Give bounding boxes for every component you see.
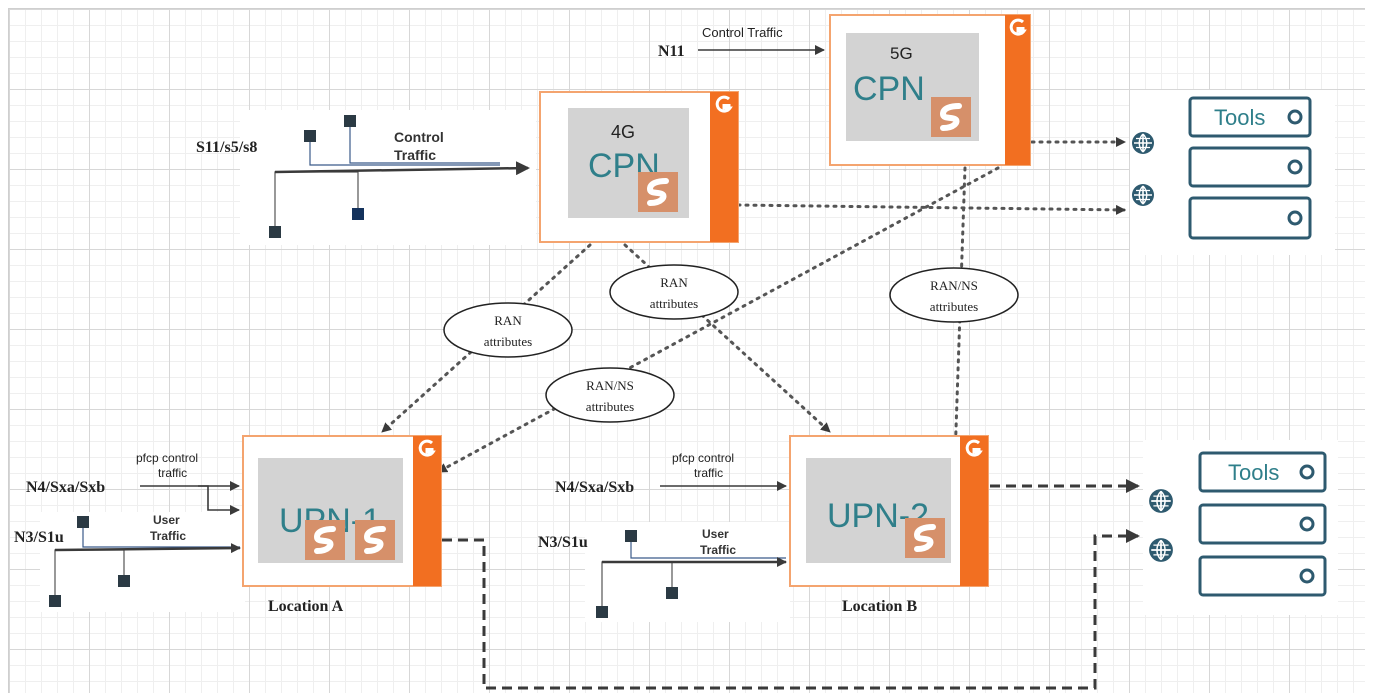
switch-icon — [625, 530, 637, 542]
pfcp-label-a-2: traffic — [158, 466, 187, 480]
orange-bar — [1005, 15, 1030, 165]
switch-icon — [596, 606, 608, 618]
globe-icon — [1131, 183, 1155, 207]
orange-bar — [413, 436, 441, 586]
ellipse-ran-ns-right: RAN/NS attributes — [889, 267, 1019, 323]
s-logo-icon — [305, 520, 345, 560]
orange-bar — [960, 436, 988, 586]
cpn-4g-node[interactable]: 4G CPN — [539, 91, 739, 243]
s-logo-icon — [355, 520, 395, 560]
ellipse-line1: RAN — [494, 313, 522, 328]
dotted-4g-to-upn1 — [380, 243, 592, 434]
tools-label-bottom: Tools — [1228, 460, 1279, 485]
switch-icon — [269, 226, 281, 238]
switch-icon — [304, 130, 316, 142]
globe-icon — [1148, 488, 1174, 514]
location-a-label: Location A — [268, 598, 344, 615]
n4-label-b: N4/Sxa/Sxb — [555, 479, 634, 496]
node-name: CPN — [853, 70, 925, 108]
ellipse-line1: RAN — [660, 275, 688, 290]
ellipse-ran-left: RAN attributes — [443, 302, 573, 358]
n11-label: N11 — [658, 43, 685, 60]
user-label-a-2: Traffic — [150, 529, 186, 543]
pfcp-label-a-1: pfcp control — [136, 451, 198, 465]
traffic-label: Traffic — [394, 147, 436, 163]
s11-label: S11/s5/s8 — [196, 139, 257, 156]
location-b-label: Location B — [842, 598, 917, 615]
dotted-5g-to-upn1 — [436, 166, 1000, 474]
pfcp-label-b-2: traffic — [694, 466, 723, 480]
user-label-a-1: User — [153, 513, 180, 527]
server-rack-icon-bottom: Tools — [1198, 451, 1327, 597]
globe-icon — [1131, 131, 1155, 155]
upn-2-node[interactable]: UPN-2 — [789, 435, 989, 587]
pfcp-label-b-1: pfcp control — [672, 451, 734, 465]
globe-icon — [1148, 537, 1174, 563]
user-label-b-2: Traffic — [700, 543, 736, 557]
gen-label: 5G — [890, 44, 913, 63]
control-label: Control — [394, 129, 444, 145]
ellipse-ran-mid: RAN attributes — [609, 264, 739, 320]
ellipse-ran-ns-left: RAN/NS attributes — [545, 367, 675, 423]
n4-label-a: N4/Sxa/Sxb — [26, 479, 105, 496]
tools-label-top: Tools — [1214, 105, 1265, 130]
user-label-b-1: User — [702, 527, 729, 541]
orange-bar — [710, 92, 738, 242]
ellipse-line1: RAN/NS — [930, 278, 978, 293]
switch-icon — [118, 575, 130, 587]
s-logo-icon — [905, 518, 945, 558]
dotted-4g-to-tools — [736, 203, 1127, 215]
ellipse-line2: attributes — [650, 296, 698, 311]
switch-icon — [77, 516, 89, 528]
interfaces-location-a: N4/Sxa/Sxb pfcp control traffic N3/S1u U… — [14, 451, 241, 607]
upn-1-node[interactable]: UPN-1 — [242, 435, 442, 587]
server-rack-icon-top: Tools — [1188, 96, 1312, 240]
cpn-5g-node[interactable]: 5G CPN — [829, 14, 1031, 166]
s-logo-icon — [931, 97, 971, 137]
switch-icon — [344, 115, 356, 127]
switch-icon — [49, 595, 61, 607]
ellipse-line1: RAN/NS — [586, 378, 634, 393]
switch-panel-4g — [240, 110, 536, 245]
n3-label-a: N3/S1u — [14, 529, 64, 546]
s-logo-icon — [638, 172, 678, 212]
interfaces-location-b: N4/Sxa/Sxb pfcp control traffic N3/S1u U… — [538, 451, 787, 618]
ellipse-line2: attributes — [930, 299, 978, 314]
dashed-upn1-to-tools — [442, 529, 1140, 690]
ellipse-line2: attributes — [586, 399, 634, 414]
ellipse-line2: attributes — [484, 334, 532, 349]
dotted-4g-to-upn2 — [623, 243, 832, 434]
switch-icon — [352, 208, 364, 220]
n3-label-b: N3/S1u — [538, 534, 588, 551]
switch-panel-a — [40, 512, 245, 612]
switch-panel-b — [585, 522, 790, 622]
switch-icon — [666, 587, 678, 599]
gen-label: 4G — [611, 122, 635, 142]
switch-cluster-4g: S11/s5/s8 Control Traffic — [196, 115, 530, 238]
control-traffic-5g-label: Control Traffic — [702, 25, 783, 40]
